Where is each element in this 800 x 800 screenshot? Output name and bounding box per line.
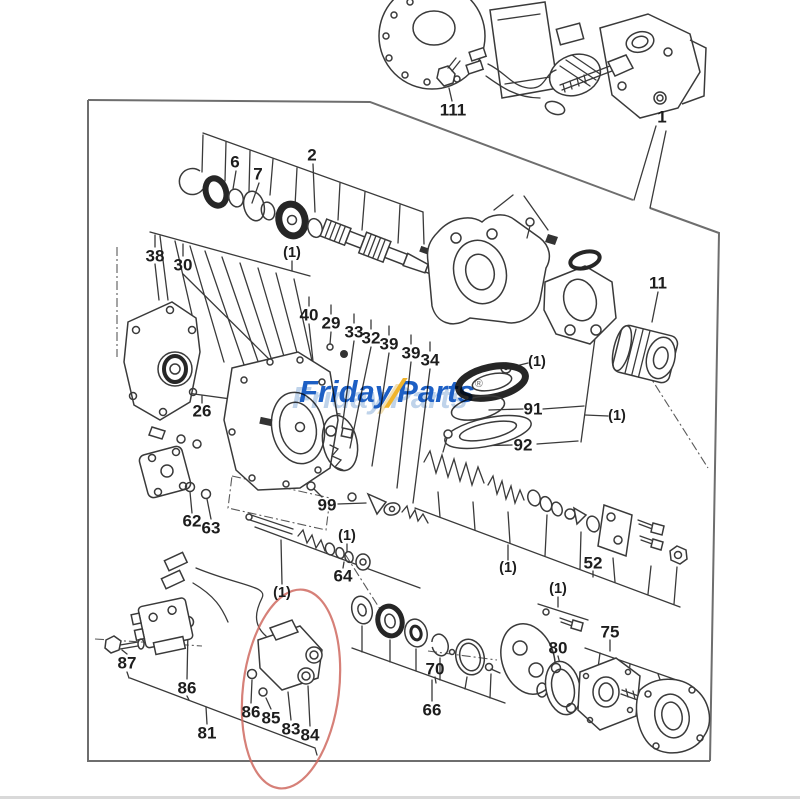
port-block-group (138, 445, 212, 500)
gear-pump-group (544, 657, 711, 754)
part-callout-83: 83 (282, 720, 301, 739)
part-callout-39: 39 (402, 344, 421, 363)
rear-housing-group (426, 214, 617, 374)
part-callout-92: 92 (514, 436, 533, 455)
part-callout-87: 87 (118, 654, 137, 673)
complete-pump-assembly (378, 0, 707, 119)
drive-shaft-seal-chain (178, 167, 438, 277)
diagram-border (87, 99, 721, 762)
part-callout-66: 66 (423, 701, 442, 720)
part-callout-ref1ref: (1) (608, 408, 626, 424)
part-callout-70: 70 (426, 660, 445, 679)
centerlines (94, 247, 709, 661)
part-callout-2: 2 (307, 146, 316, 165)
part-callout-99: 99 (318, 496, 337, 515)
piston-group (611, 324, 679, 384)
part-callout-80: 80 (549, 639, 568, 658)
solenoid-harness-group (104, 551, 323, 697)
part-callout-ref1ref: (1) (499, 560, 517, 576)
part-callout-52: 52 (584, 554, 603, 573)
part-callout-85: 85 (262, 709, 281, 728)
pilot-spool-row (245, 513, 371, 571)
pump-body-group (148, 343, 359, 491)
part-callout-ref1ref: (1) (549, 581, 567, 597)
swash-bearing-group (442, 362, 532, 453)
part-callout-62: 62 (183, 512, 202, 531)
part-callout-34: 34 (421, 351, 440, 370)
part-callout-64: 64 (334, 567, 353, 586)
part-callout-29: 29 (322, 314, 341, 333)
part-callout-ref1ref: (1) (338, 528, 356, 544)
part-callout-84: 84 (301, 726, 320, 745)
page-bottom-rule (0, 796, 800, 799)
part-callout-30: 30 (174, 256, 193, 275)
relief-valve-chain (423, 449, 688, 565)
part-callout-81: 81 (198, 724, 217, 743)
part-callout-1: 1 (657, 108, 666, 127)
part-callout-91: 91 (524, 400, 543, 419)
part-callout-26: 26 (193, 402, 212, 421)
coupling-row-group (350, 595, 584, 698)
part-callout-63: 63 (202, 519, 221, 538)
part-callout-ref1ref: (1) (283, 245, 301, 261)
part-callout-111: 111 (440, 101, 467, 120)
part-callout-39: 39 (380, 335, 399, 354)
regulator-valve-group (306, 481, 429, 524)
part-callout-7: 7 (253, 165, 262, 184)
part-callout-32: 32 (362, 329, 381, 348)
part-callout-6: 6 (230, 153, 239, 172)
red-highlight-ellipse (240, 588, 342, 790)
part-callout-ref1ref: (1) (528, 354, 546, 370)
part-callout-ref1ref: (1) (273, 585, 291, 601)
part-callout-11: 11 (649, 274, 667, 293)
part-callout-33: 33 (345, 323, 364, 342)
part-callout-40: 40 (300, 306, 319, 325)
part-callout-86: 86 (242, 703, 261, 722)
part-callout-38: 38 (146, 247, 165, 266)
part-callout-75: 75 (601, 623, 620, 642)
part-callout-86: 86 (178, 679, 197, 698)
